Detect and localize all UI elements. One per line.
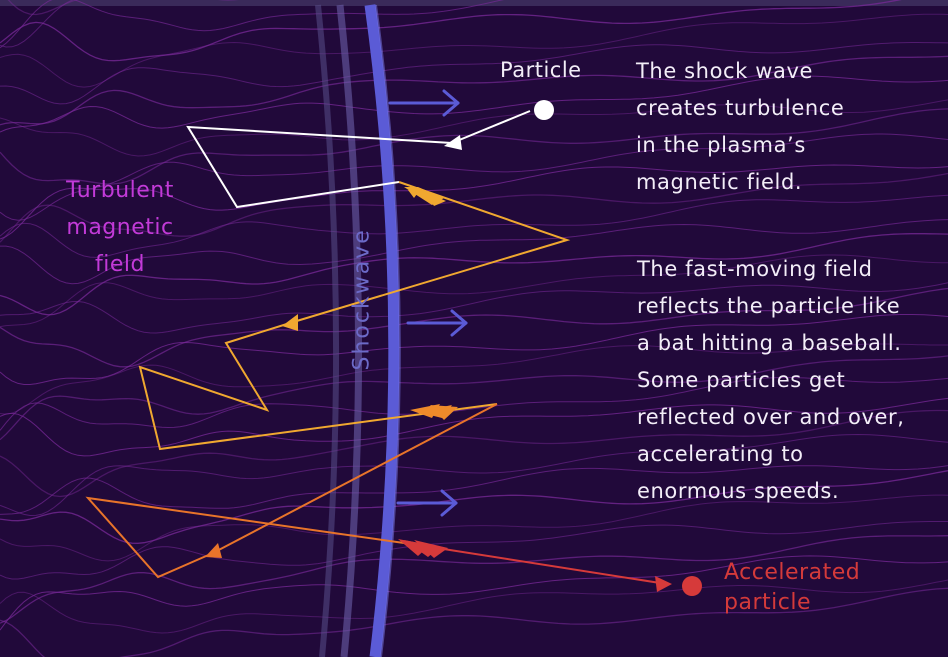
block2-line-2: reflects the particle like — [637, 294, 901, 318]
white-path-arrow-icon — [444, 135, 462, 150]
field-line — [0, 470, 948, 544]
field-line — [0, 377, 948, 431]
field-line — [0, 287, 948, 368]
orange-triple-arrow-icon — [410, 404, 458, 420]
shock-arrow-3 — [396, 489, 458, 517]
field-line — [0, 535, 948, 624]
field-line — [0, 355, 948, 441]
field-line — [0, 0, 902, 62]
shock-trail-outer — [315, 4, 340, 657]
shock-wave-front — [364, 4, 400, 657]
shock-wave-highlight — [375, 4, 401, 657]
explanation-block-2: The fast-moving field reflects the parti… — [637, 251, 942, 510]
top-border — [0, 0, 948, 6]
particle-label: Particle — [500, 58, 582, 82]
shock-front — [315, 4, 401, 657]
field-line — [0, 99, 948, 157]
field-line — [0, 397, 948, 457]
field-line — [0, 172, 948, 243]
red-triple-arrow-icon — [398, 539, 448, 558]
field-line — [0, 314, 948, 385]
shock-trail-inner — [336, 4, 363, 657]
accelerated-label-line-2: particle — [724, 590, 811, 615]
field-line — [0, 13, 948, 88]
field-line — [0, 587, 948, 657]
turbulent-label-line-3: field — [95, 252, 145, 277]
field-line — [0, 494, 948, 562]
field-line — [0, 55, 948, 126]
shock-arrow-2 — [406, 309, 468, 337]
yellow-particle-path — [138, 181, 571, 451]
field-line — [0, 343, 948, 415]
particle-dot — [534, 100, 554, 120]
red-particle-path — [398, 539, 672, 592]
accelerated-particle-dot — [682, 576, 702, 596]
accelerated-label-line-1: Accelerated — [724, 560, 861, 585]
red-path-arrow-icon — [655, 576, 672, 592]
block1-line-2: creates turbulence — [636, 96, 845, 120]
block2-line-4: Some particles get — [637, 368, 846, 392]
white-particle-path — [186, 110, 531, 209]
field-line — [0, 0, 505, 49]
field-line — [0, 465, 948, 515]
field-line — [0, 133, 948, 221]
orange-particle-path — [85, 403, 498, 579]
field-line — [0, 75, 948, 133]
block1-line-4: magnetic field. — [636, 170, 803, 194]
turbulent-label-line-2: magnetic — [66, 215, 174, 240]
field-line — [0, 42, 948, 105]
field-line — [0, 194, 948, 258]
field-line — [0, 521, 948, 580]
field-line — [0, 233, 948, 316]
field-line — [0, 433, 948, 517]
block2-line-7: enormous speeds. — [637, 479, 840, 503]
shock-direction-arrows — [388, 89, 468, 517]
explanation-block-1: The shock wave creates turbulence in the… — [636, 53, 936, 201]
field-line — [0, 579, 948, 634]
block1-line-3: in the plasma’s — [636, 133, 806, 157]
turbulent-label-line-1: Turbulent — [66, 178, 174, 203]
field-line — [0, 282, 948, 334]
field-line — [0, 555, 948, 631]
accelerated-particle-label: Accelerated particle — [724, 558, 860, 618]
field-line — [0, 254, 948, 328]
block1-line-1: The shock wave — [636, 59, 814, 83]
shockwave-label: Shockwave — [349, 228, 375, 371]
field-line — [0, 108, 948, 185]
block2-line-1: The fast-moving field — [637, 257, 873, 281]
block2-line-3: a bat hitting a baseball. — [637, 331, 902, 355]
field-line — [0, 409, 948, 498]
turbulent-field-label: Turbulent magnetic field — [50, 172, 190, 283]
block2-line-5: reflected over and over, — [637, 405, 905, 429]
shock-arrow-1 — [388, 89, 460, 117]
yellow-path-arrow-icon — [282, 314, 298, 331]
block2-line-6: accelerating to — [637, 442, 804, 466]
yellow-triple-arrow-icon — [404, 187, 446, 206]
field-line — [0, 164, 948, 240]
field-line — [0, 219, 948, 285]
